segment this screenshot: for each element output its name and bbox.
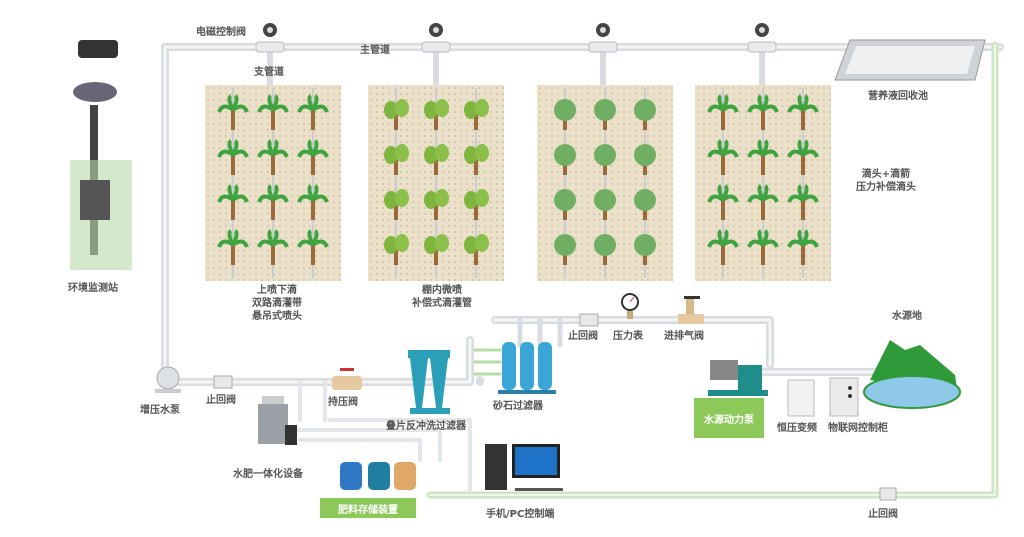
solenoid-valves	[255, 23, 777, 53]
check-valve-bottom-label: 止回阀	[868, 509, 898, 520]
round-plant	[634, 99, 656, 130]
check-valve-left-icon	[213, 375, 233, 389]
palm-plant	[787, 139, 819, 175]
tree-plant	[464, 99, 489, 130]
pressure-hold-valve-icon	[332, 368, 362, 390]
palm-plant	[217, 94, 249, 130]
palm-plant	[297, 139, 329, 175]
fertigation-unit-icon	[258, 396, 297, 445]
check-valve-left-label: 止回阀	[206, 395, 236, 406]
tree-plant	[424, 99, 449, 130]
palm-plant	[217, 184, 249, 220]
source-pump-box: 水源动力泵	[694, 398, 764, 438]
palm-plant	[297, 184, 329, 220]
sand-filter-label: 砂石过滤器	[493, 401, 543, 412]
iot-cabinet-icon	[829, 377, 859, 417]
palm-plant	[297, 94, 329, 130]
palm-plant	[707, 229, 739, 265]
check-valve-top-icon	[579, 313, 599, 327]
palm-plant	[787, 94, 819, 130]
field2-label: 棚内微喷补偿式滴灌管	[412, 285, 472, 309]
env-station-icon	[70, 40, 132, 270]
disc-filter-icon	[408, 350, 450, 414]
recycle-pool-label: 营养液回收池	[868, 91, 928, 102]
air-valve-label: 进排气阀	[664, 331, 704, 342]
tree-plant	[384, 234, 409, 265]
round-plant	[594, 144, 616, 175]
palm-plant	[747, 229, 779, 265]
pc-icon	[485, 444, 563, 491]
fertigation-unit-label: 水肥一体化设备	[233, 469, 303, 480]
palm-plant	[217, 139, 249, 175]
pressure-gauge-icon	[621, 293, 639, 319]
round-plant	[594, 99, 616, 130]
round-plant	[594, 189, 616, 220]
round-plant	[554, 189, 576, 220]
tree-plant	[384, 189, 409, 220]
recycle-pool-icon	[834, 39, 986, 81]
check-valve-top-label: 止回阀	[568, 331, 598, 342]
field4-label: 滴头+滴箭压力补偿滴头	[856, 169, 916, 193]
disc-filter-label: 叠片反冲洗过滤器	[386, 421, 466, 432]
fertilizer-storage-label: 肥料存储装置	[338, 504, 398, 516]
tree-plant	[464, 144, 489, 175]
tree-plant	[464, 189, 489, 220]
palm-plant	[257, 94, 289, 130]
tree-plant	[384, 99, 409, 130]
check-valve-bottom-icon	[879, 487, 897, 501]
booster-pump-label: 增压水泵	[140, 405, 180, 416]
palm-plant	[707, 184, 739, 220]
palm-plant	[257, 184, 289, 220]
round-plant	[634, 144, 656, 175]
palm-plant	[257, 229, 289, 265]
round-plant	[554, 99, 576, 130]
iot-cabinet-label: 物联网控制柜	[828, 423, 888, 434]
palm-plant	[787, 184, 819, 220]
round-plant	[594, 234, 616, 265]
water-source-label: 水源地	[892, 311, 922, 322]
booster-pump-icon	[155, 366, 181, 393]
air-valve-icon	[678, 296, 704, 324]
palm-plant	[787, 229, 819, 265]
water-source-icon	[863, 340, 961, 409]
pressure-gauge-label: 压力表	[613, 331, 643, 342]
palm-plant	[747, 139, 779, 175]
sand-filter-icon	[498, 342, 556, 394]
palm-plant	[707, 94, 739, 130]
env-station-label: 环境监测站	[68, 283, 118, 294]
palm-plant	[747, 94, 779, 130]
branch-pipe-label: 支管道	[254, 67, 284, 78]
tree-plant	[424, 144, 449, 175]
fertilizer-tanks-icon	[340, 462, 416, 490]
vfd-icon	[787, 379, 815, 417]
fertilizer-storage-box: 肥料存储装置	[320, 498, 416, 518]
pc-control-label: 手机/PC控制端	[486, 509, 555, 520]
solenoid-valve-label: 电磁控制阀	[196, 27, 246, 38]
tree-plant	[464, 234, 489, 265]
tree-plant	[424, 189, 449, 220]
round-plant	[554, 234, 576, 265]
palm-plant	[747, 184, 779, 220]
palm-plant	[217, 229, 249, 265]
round-plant	[634, 189, 656, 220]
tree-plant	[424, 234, 449, 265]
source-pump-label: 水源动力泵	[704, 414, 754, 426]
source-pump-icon	[708, 360, 768, 396]
pressure-hold-valve-label: 持压阀	[328, 397, 358, 408]
palm-plant	[257, 139, 289, 175]
tree-plant	[384, 144, 409, 175]
palm-plant	[707, 139, 739, 175]
field1-label: 上喷下滴双路滴灌带悬吊式喷头	[252, 285, 302, 322]
round-plant	[554, 144, 576, 175]
round-plant	[634, 234, 656, 265]
main-pipe-label: 主管道	[360, 45, 390, 56]
vfd-label: 恒压变频	[777, 423, 817, 434]
palm-plant	[297, 229, 329, 265]
